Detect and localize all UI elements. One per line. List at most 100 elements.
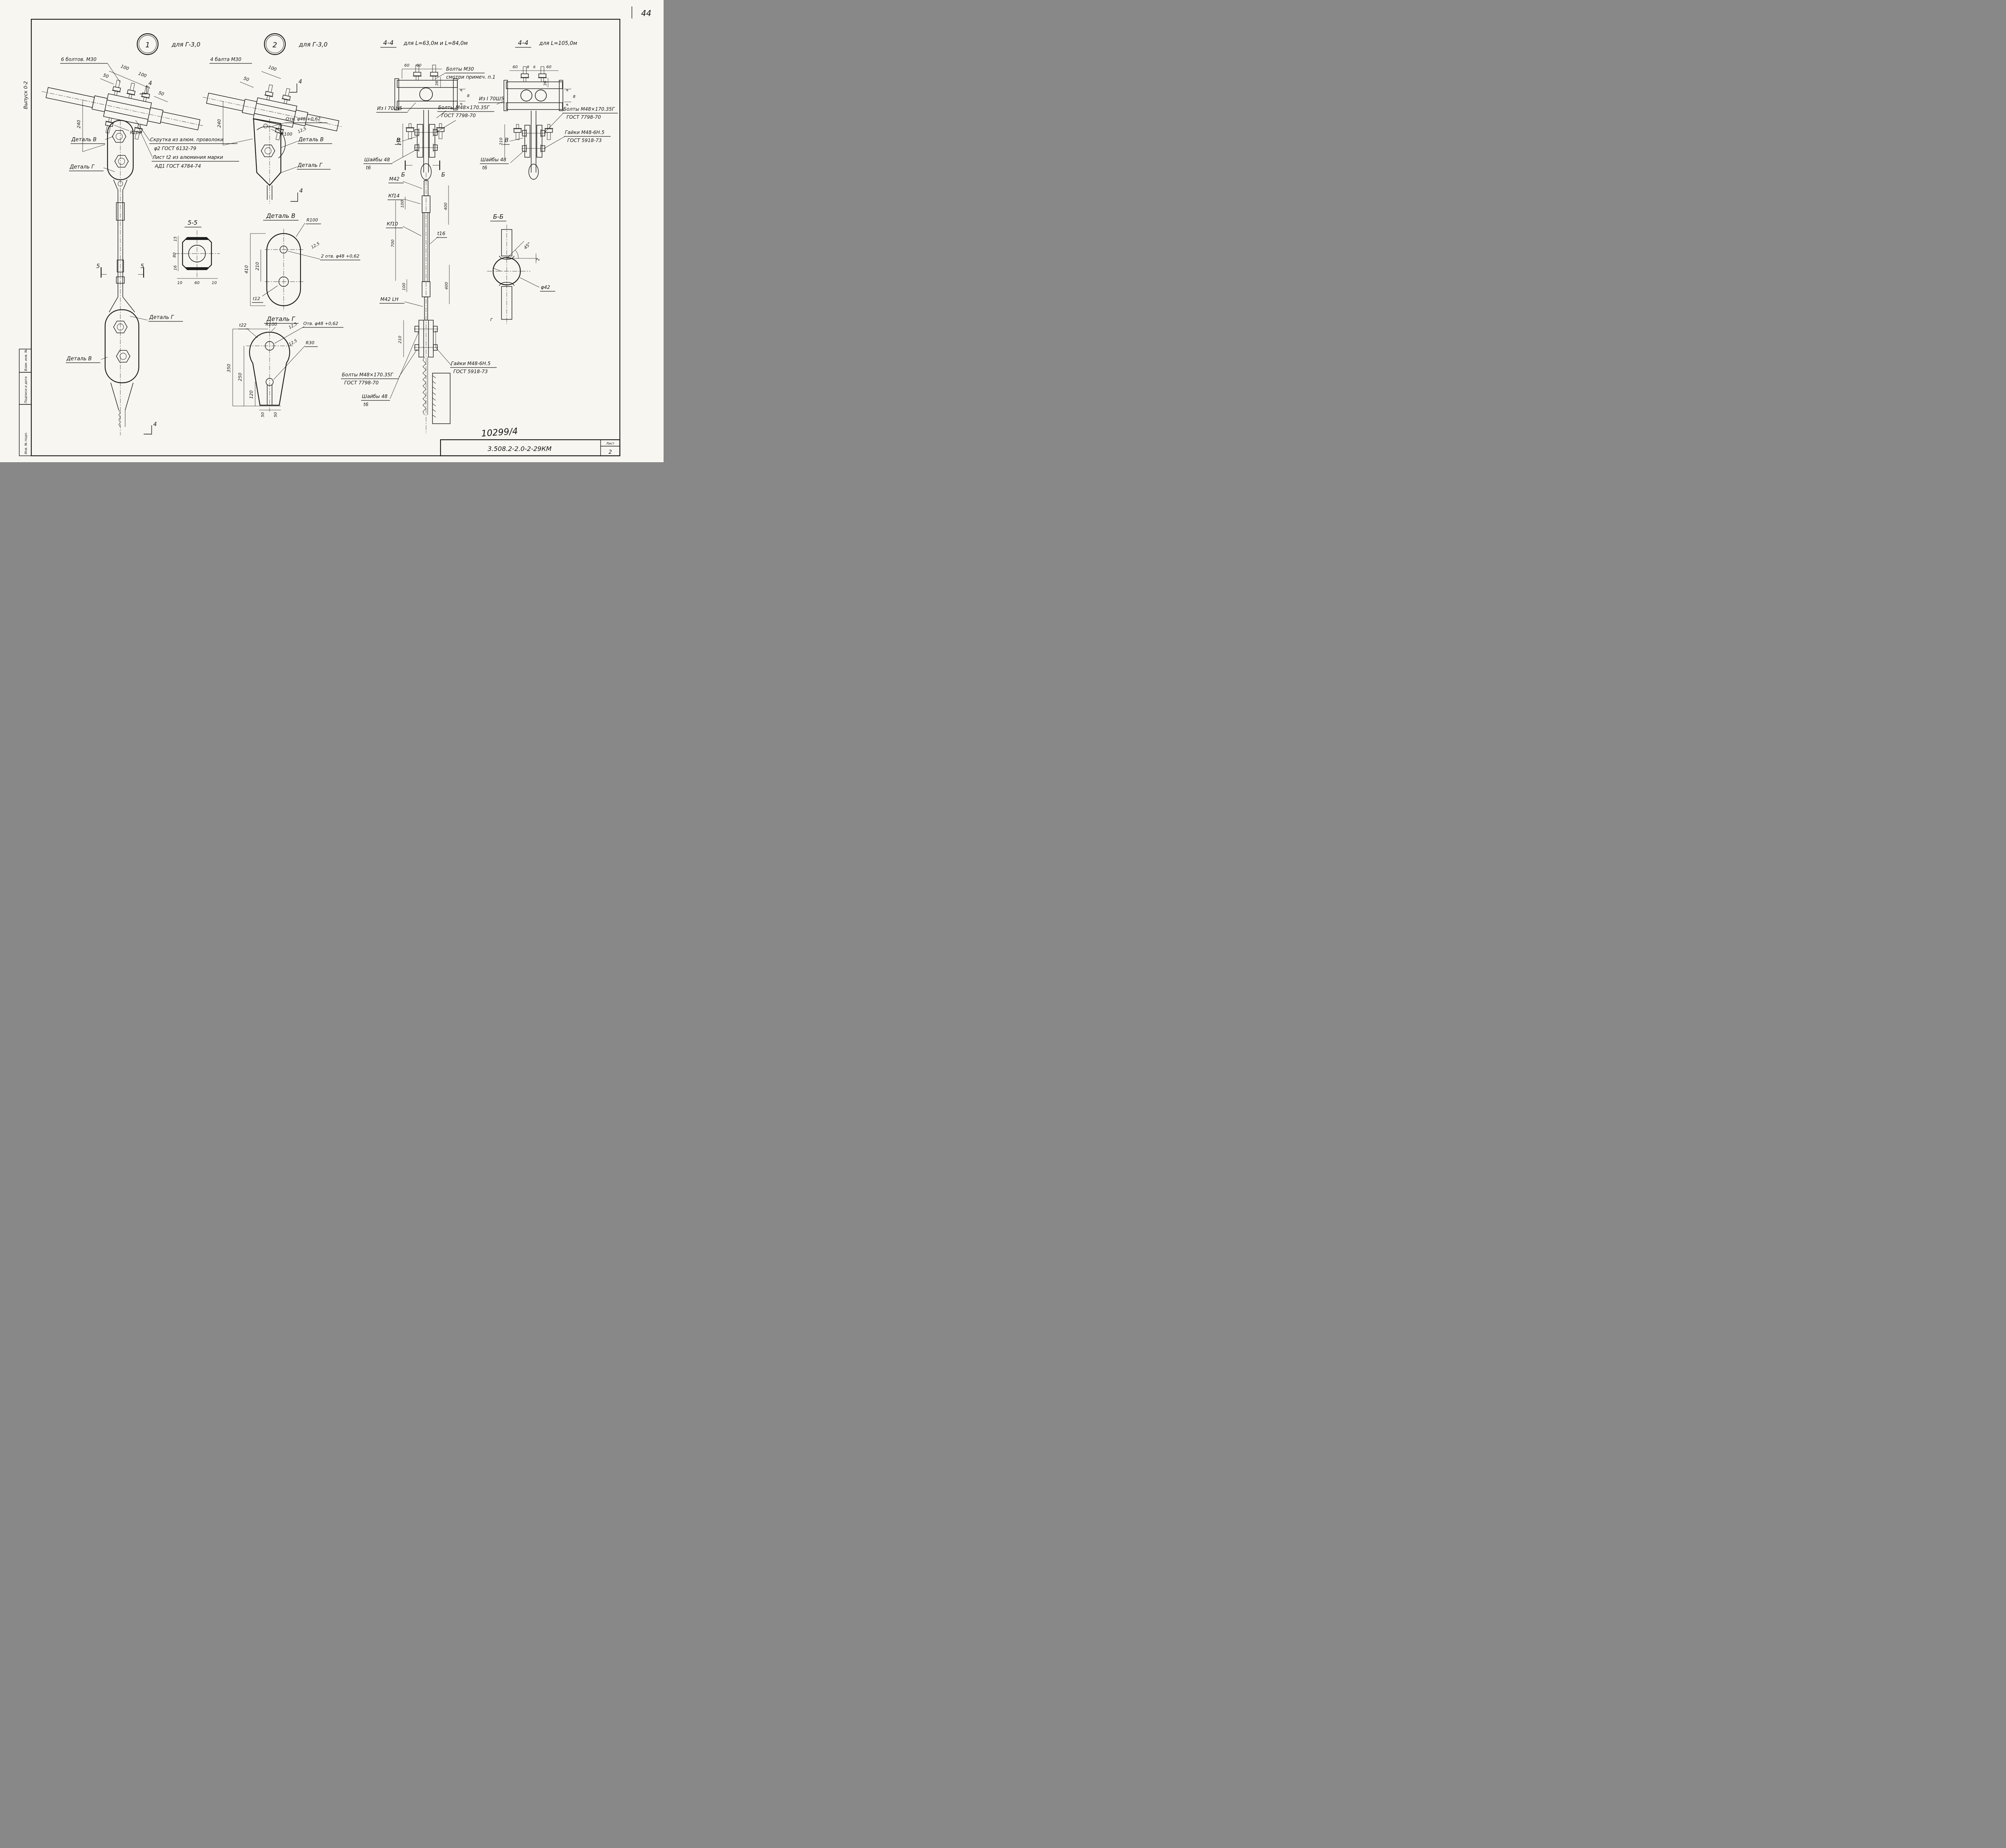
- s44a-dim-400b: 400: [445, 282, 449, 290]
- dg-rough1: 12,5: [288, 322, 298, 330]
- title-block-list-no: 2: [609, 449, 612, 455]
- s44a-nuts-2: ГОСТ 5918-73: [453, 369, 488, 374]
- view1-dim-100a: 100: [120, 64, 130, 71]
- s44a-beam-note: Из I 70Ш5: [377, 106, 402, 111]
- s44a-kf10: Кf10: [387, 221, 398, 227]
- sheet-number: 44: [641, 8, 651, 18]
- s44b-dim-60b: 60: [546, 65, 552, 69]
- view1-dim-100b: 100: [138, 71, 147, 79]
- dv-dim-410: 410: [244, 265, 249, 274]
- sbb-g: г: [490, 317, 493, 322]
- dg-t22: t22: [239, 323, 246, 328]
- dg-hole-note: Отв. φ48 +0,62: [303, 321, 338, 326]
- s44a-wash-1: Шайбы 48: [364, 157, 390, 162]
- s44b-dim-36: 36: [543, 81, 548, 86]
- s55-dim-15: 15: [173, 236, 178, 242]
- drawing-sheet: 44 Выпуск 0-2 Взам. инв. № Подписи и дат…: [0, 0, 664, 462]
- s44a-nuts-1: Гайки М48-6Н.5: [451, 361, 491, 366]
- s44a-dim-210b: 210: [398, 336, 402, 343]
- s55-dim-80: 80: [173, 252, 177, 258]
- s44a-dim-60b: 60: [416, 63, 422, 68]
- s44a-dim-100a: 100: [400, 200, 405, 208]
- s55-dim-10a: 10: [177, 281, 183, 285]
- view2-hole-note: Отв. φ48 +0,62: [286, 116, 321, 122]
- dv-dim-210: 210: [255, 262, 260, 270]
- s44b-dim-6: 6: [533, 65, 536, 69]
- dv-rough: 12,5: [311, 242, 321, 250]
- s44a-m42: М42: [389, 176, 400, 182]
- s44b-wash-2: t6: [482, 165, 487, 171]
- view2-dim-240: 240: [217, 119, 222, 128]
- view2-r100: R100: [281, 132, 292, 137]
- s44a-t16: t16: [437, 231, 445, 236]
- view2-title: для Г-3,0: [298, 41, 327, 48]
- s44a-kf14: Кf14: [388, 193, 400, 199]
- s44b-bolts48-1: Болты М48×170.35Г: [563, 106, 615, 112]
- view1-note-wire-2: φ2 ГОСТ 6132-79: [154, 146, 196, 151]
- view1-sec5-left: 5: [96, 263, 100, 270]
- s44a-secB-left: Б: [401, 172, 405, 178]
- s44a-subtitle: для L=63,0м и L=84,0м: [403, 41, 468, 47]
- view1-detail-v-label: Деталь В: [71, 137, 97, 143]
- view2-bolts-note: 4 балта М30: [210, 57, 242, 62]
- view1-detail-v2-label: Деталь В: [66, 356, 92, 362]
- detail-v-title: Деталь В: [266, 212, 295, 219]
- s44a-da1: а: [459, 89, 463, 91]
- dg-rough2: 12,5: [288, 339, 298, 347]
- s44b-view-b: В: [505, 137, 509, 144]
- dv-r100: R100: [307, 217, 318, 223]
- s44b-title: 4-4: [518, 39, 528, 47]
- view1-note-sheet-2: АД1 ГОСТ 4784-74: [154, 163, 201, 169]
- dg-dim-50b: 50: [274, 412, 278, 417]
- section-5-5-title: 5-5: [188, 219, 198, 226]
- s44b-nuts-2: ГОСТ 5918-73: [567, 138, 602, 143]
- s44a-wash-4: t6: [363, 402, 369, 407]
- s44a-bolts48-4: ГОСТ 7798-70: [344, 380, 379, 386]
- s44a-m42lh: М42 LH: [380, 296, 398, 302]
- view1-sec5-right: 5: [140, 263, 144, 270]
- s44a-dim-400a: 400: [444, 203, 448, 210]
- s44a-bolts48-1: Болты М48×170.35Г: [438, 105, 490, 110]
- view2-dim-100: 100: [268, 65, 277, 72]
- title-block-list-label: Лист: [606, 442, 615, 445]
- s44a-dim-60a: 60: [404, 63, 410, 68]
- s44a-dim-8: 8: [467, 94, 469, 98]
- view2-drawing: [203, 33, 343, 204]
- dg-dim-50a: 50: [261, 412, 265, 417]
- sheet-frame: [19, 6, 632, 457]
- dv-t12: t12: [253, 296, 260, 301]
- s44a-bolts48-3: Болты М48×170.35Г: [342, 372, 394, 378]
- s44a-view-b: В: [396, 137, 400, 144]
- s44b-nuts-1: Гайки М48-6Н.5: [565, 130, 605, 135]
- view1-r100: R100: [130, 130, 142, 135]
- view1-sec4-bottom: 4: [153, 421, 157, 428]
- s44a-dim-36: 36: [435, 81, 439, 86]
- stamp-inv: Инв. № подл.: [24, 432, 28, 454]
- view1-title: для Г-3,0: [171, 41, 200, 48]
- dg-dim-250: 250: [238, 373, 243, 381]
- s44b-da1: а: [565, 89, 569, 91]
- section-b-b-title: Б-Б: [493, 213, 504, 220]
- view2-bubble: 2: [272, 41, 277, 49]
- dg-dim-350: 350: [226, 364, 231, 372]
- s44a-dim-100b: 100: [402, 283, 406, 290]
- view1-dim-50b: 50: [158, 90, 165, 97]
- s44b-subtitle: для L=105,0м: [539, 41, 577, 47]
- s44a-title: 4-4: [383, 39, 394, 47]
- s44b-wash-1: Шайбы 48: [481, 157, 506, 162]
- detail-v-drawing: [250, 223, 321, 311]
- dg-r30: R30: [306, 340, 315, 345]
- s44a-dim-210: 210: [397, 138, 402, 145]
- section-4-4-right-drawing: [496, 66, 571, 180]
- stamp-vzam: Взам. инв. №: [24, 349, 28, 371]
- view1-sec4-top: 4: [148, 80, 152, 87]
- view2-detail-v-label: Деталь В: [298, 137, 324, 143]
- s44a-secB-right: Б: [441, 172, 445, 178]
- dv-holes-note: 2 отв. φ48 +0,62: [321, 254, 359, 259]
- doc-number-handwritten: 10299/4: [481, 426, 518, 439]
- view2-detail-g-label: Деталь Г: [297, 162, 323, 169]
- sbb-dia: φ42: [541, 284, 550, 290]
- title-block: [440, 439, 621, 457]
- view1-detail-g2-label: Деталь Г: [149, 315, 175, 321]
- view1-note-sheet-1: Лист t2 из алюминия марки: [152, 154, 223, 160]
